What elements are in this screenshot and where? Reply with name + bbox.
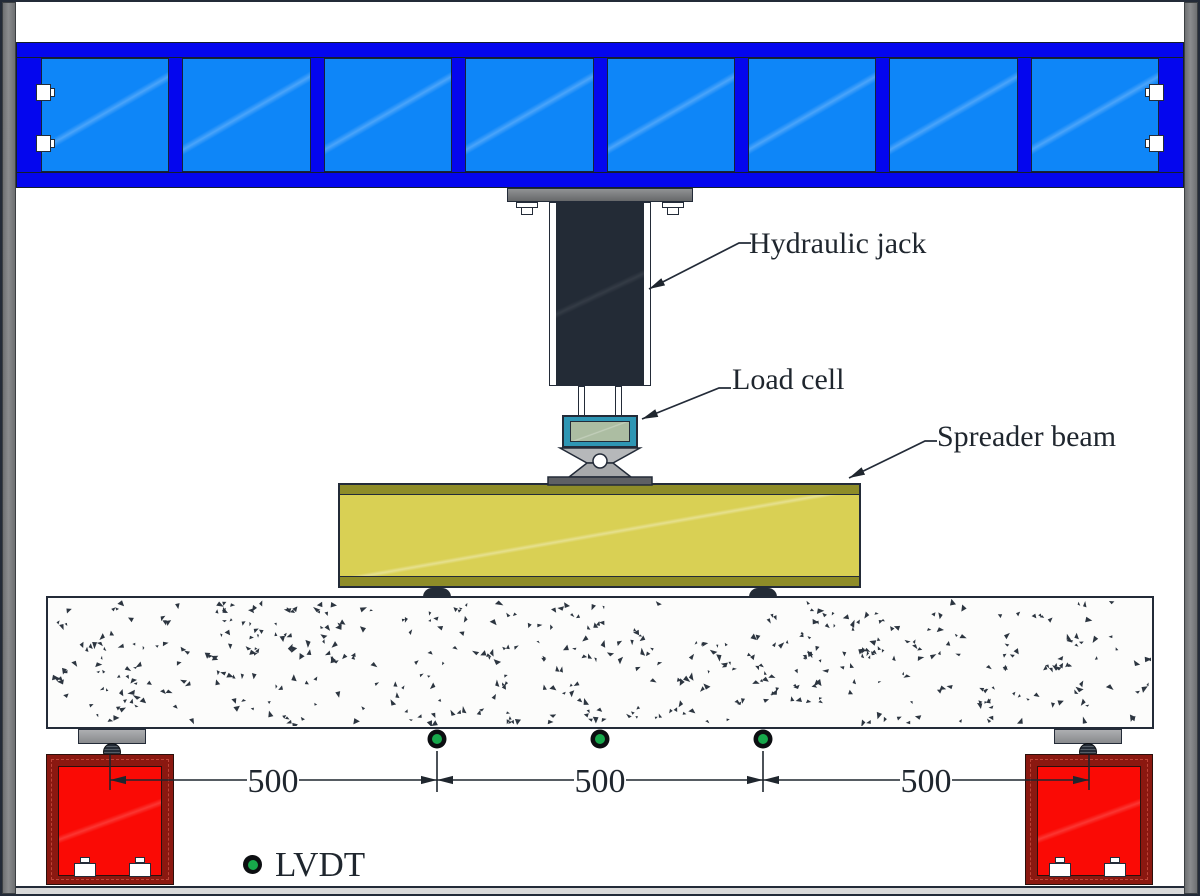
loading-roller-left [423,588,451,597]
label-load-cell: Load cell [732,363,845,396]
web-panel [182,58,311,172]
web-panel [1030,58,1159,172]
support-bearing-plate-left [78,729,146,744]
support-pedestal-face-left [58,766,162,876]
support-pedestal-face-right [1037,766,1141,876]
label-spreader-beam: Spreader beam [937,420,1117,453]
lvdt-marker [427,729,447,749]
web-panel [41,58,170,172]
leader-spreader-beam [848,440,937,479]
label-hydraulic-jack: Hydraulic jack [749,227,927,260]
pedestal-bolt-nub [1055,857,1065,863]
web-stiffener [876,58,890,172]
hydraulic-jack-body [556,203,644,385]
web-panel [747,58,877,172]
jack-mount-bolt-stem [667,207,679,215]
pedestal-bolt [1104,863,1126,877]
flange-bolt-nub [50,88,55,97]
web-stiffener [452,58,466,172]
web-panel [889,58,1018,172]
jack-mount-plate [507,188,693,202]
lvdt-legend-label: LVDT [275,845,366,884]
pedestal-bolt [129,863,151,877]
reaction-frame-column-left [2,2,16,894]
spreader-beam [338,483,861,588]
reaction-beam-top-flange [16,42,1184,58]
jack-piston-rod [578,386,585,417]
dimension-label-left: 500 [247,763,299,800]
web-stiffener [593,58,607,172]
lvdt-marker [753,729,773,749]
lvdt-markers [427,729,773,749]
flange-bolt [1149,135,1164,152]
load-cell-window [570,421,630,442]
pedestal-bolt-nub [80,857,90,863]
flange-bolt-nub [1145,139,1150,148]
spreader-beam-bottom-flange [340,576,859,586]
lvdt-legend-marker [243,855,262,874]
web-panel [323,58,453,172]
flange-bolt [36,84,51,101]
jack-piston-rod [615,386,622,417]
pedestal-bolt [74,863,96,877]
lvdt-legend-marker-core [247,859,258,870]
concrete-specimen [46,596,1154,729]
support-bearing-plate-right [1054,729,1122,744]
pedestal-bolt-nub [135,857,145,863]
web-stiffener [310,58,324,172]
pedestal-bolt [1049,863,1071,877]
jack-mount-bolt-stem [521,207,533,215]
dimension-label-middle: 500 [574,763,626,800]
reaction-frame-column-right [1184,2,1198,894]
web-stiffener [734,58,748,172]
pedestal-bolt-nub [1110,857,1120,863]
web-panel [465,58,594,172]
load-cell [562,415,638,448]
dimension-label-right: 500 [900,763,952,800]
flange-bolt [1149,84,1164,101]
leader-lines [641,242,937,479]
flange-bolt-nub [1145,88,1150,97]
web-stiffener [1017,58,1031,172]
web-panel [606,58,735,172]
flange-bolt-nub [50,139,55,148]
strong-floor [0,886,1200,896]
flange-bolt [36,135,51,152]
spreader-beam-top-flange [340,485,859,495]
lvdt-marker [590,729,610,749]
leader-load-cell [641,387,731,420]
leader-hydraulic-jack [648,242,751,290]
web-stiffener [169,58,183,172]
swivel-joint [547,447,653,486]
lvdt-legend: LVDT [243,847,365,882]
reaction-beam-web [16,58,1184,172]
reaction-beam-bottom-flange [16,172,1184,188]
loading-roller-right [749,588,777,597]
